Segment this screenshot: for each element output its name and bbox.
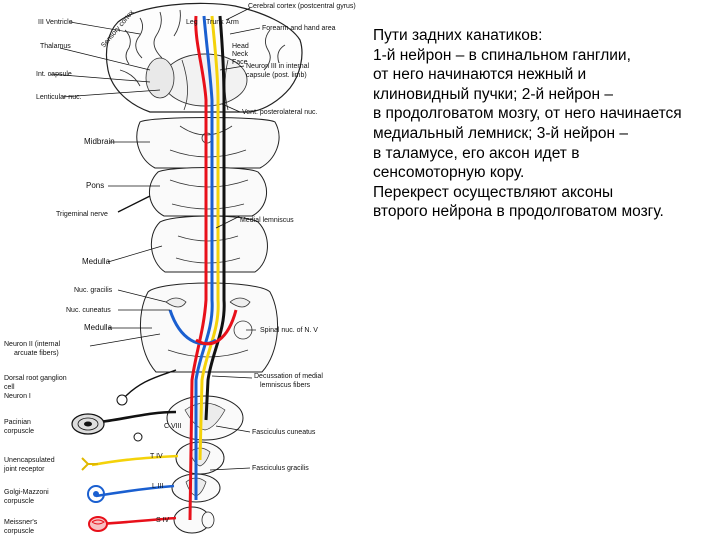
label-neuron3-b: capsule (post. limb) bbox=[246, 72, 307, 79]
label-s4: S IV bbox=[156, 517, 170, 524]
midbrain-section bbox=[137, 118, 279, 169]
label-pons: Pons bbox=[86, 181, 104, 190]
label-l3: L III bbox=[152, 483, 163, 490]
label-c8: C VIII bbox=[164, 423, 182, 430]
label-nuc-gracilis: Nuc. gracilis bbox=[74, 287, 113, 294]
label-spinal-nuc: Spinal nuc. of N. V bbox=[260, 327, 318, 334]
label-forearm-hand: Forearm and hand area bbox=[262, 25, 336, 32]
label-unencapsulated: Unencapsulated bbox=[4, 457, 55, 464]
label-decussation: Decussation of medial bbox=[254, 373, 323, 380]
label-medulla-low: Medulla bbox=[84, 323, 113, 332]
label-face: Face bbox=[232, 59, 248, 66]
joint-receptor-icon bbox=[82, 458, 98, 470]
label-neuron3: Neuron III in internal bbox=[246, 63, 309, 70]
label-golgi: Golgi-Mazzoni bbox=[4, 489, 49, 496]
caption-text: Пути задних канатиков: 1-й нейрон – в сп… bbox=[373, 26, 720, 222]
label-drg-c: Neuron I bbox=[4, 393, 31, 400]
label-meissner: Meissner's bbox=[4, 519, 38, 526]
label-lenticular: Lenticular nuc. bbox=[36, 94, 82, 101]
pacinian-corpuscle-icon bbox=[72, 414, 104, 434]
label-decussation-b: lemniscus fibers bbox=[260, 382, 311, 389]
label-pacinian: Pacinian bbox=[4, 419, 31, 426]
caption-line: медиальный лемниск; 3-й нейрон – bbox=[373, 124, 720, 144]
meissner-corpuscle-icon bbox=[89, 517, 107, 531]
label-medial-lemniscus: Medial lemniscus bbox=[240, 217, 294, 224]
label-int-capsule: Int. capsule bbox=[36, 71, 72, 78]
label-vent-post: Vent. posterolateral nuc. bbox=[242, 109, 318, 116]
caption-line: клиновидный пучки; 2-й нейрон – bbox=[373, 85, 720, 105]
label-cerebral-cortex: Cerebral cortex (postcentral gyrus) bbox=[248, 3, 356, 10]
label-meissner-b: corpuscle bbox=[4, 528, 34, 535]
caption-line: в продолговатом мозгу, от него начинаетс… bbox=[373, 104, 720, 124]
peripheral-nerves bbox=[92, 370, 178, 524]
label-pacinian-b: corpuscle bbox=[4, 428, 34, 435]
label-ventricle: III Ventricle bbox=[38, 19, 73, 26]
label-neuron2: Neuron II (internal bbox=[4, 341, 60, 348]
label-fasc-gracilis: Fasciculus gracilis bbox=[252, 465, 309, 472]
label-neuron2-b: arcuate fibers) bbox=[14, 350, 59, 357]
label-trigeminal: Trigeminal nerve bbox=[56, 211, 108, 218]
spinal-cord-s4 bbox=[174, 507, 214, 533]
caption-line: 1-й нейрон – в спинальном ганглии, bbox=[373, 46, 720, 66]
label-drg-b: cell bbox=[4, 384, 15, 391]
label-thalamus: Thalamus bbox=[40, 43, 71, 50]
caption-line: от него начинаются нежный и bbox=[373, 65, 720, 85]
label-trunk: Trunk bbox=[206, 19, 224, 26]
caption-line: сенсомоторную кору. bbox=[373, 163, 720, 183]
label-t4: T IV bbox=[150, 453, 163, 460]
label-medulla-top: Medulla bbox=[82, 257, 111, 266]
label-nuc-cuneatus: Nuc. cuneatus bbox=[66, 307, 111, 314]
caption-line: второго нейрона в продолговатом мозгу. bbox=[373, 202, 720, 222]
label-midbrain: Midbrain bbox=[84, 137, 115, 146]
caption-line: Перекрест осуществляют аксоны bbox=[373, 183, 720, 203]
caption-line: в таламусе, его аксон идет в bbox=[373, 144, 720, 164]
label-unencapsulated-b: joint receptor bbox=[3, 466, 45, 473]
label-drg: Dorsal root ganglion bbox=[4, 375, 67, 382]
label-fasc-cuneatus: Fasciculus cuneatus bbox=[252, 429, 316, 436]
pons-section bbox=[118, 168, 267, 217]
caption-line: Пути задних канатиков: bbox=[373, 26, 720, 46]
label-arm: Arm bbox=[226, 19, 239, 26]
dorsal-column-pathway-diagram: III Ventricle Thalamus Int. capsule Lent… bbox=[0, 0, 370, 540]
medulla-upper-section bbox=[151, 216, 267, 272]
label-leg: Leg bbox=[186, 19, 198, 26]
label-golgi-b: corpuscle bbox=[4, 498, 34, 505]
label-head: Head bbox=[232, 43, 249, 50]
label-neck: Neck bbox=[232, 51, 248, 58]
